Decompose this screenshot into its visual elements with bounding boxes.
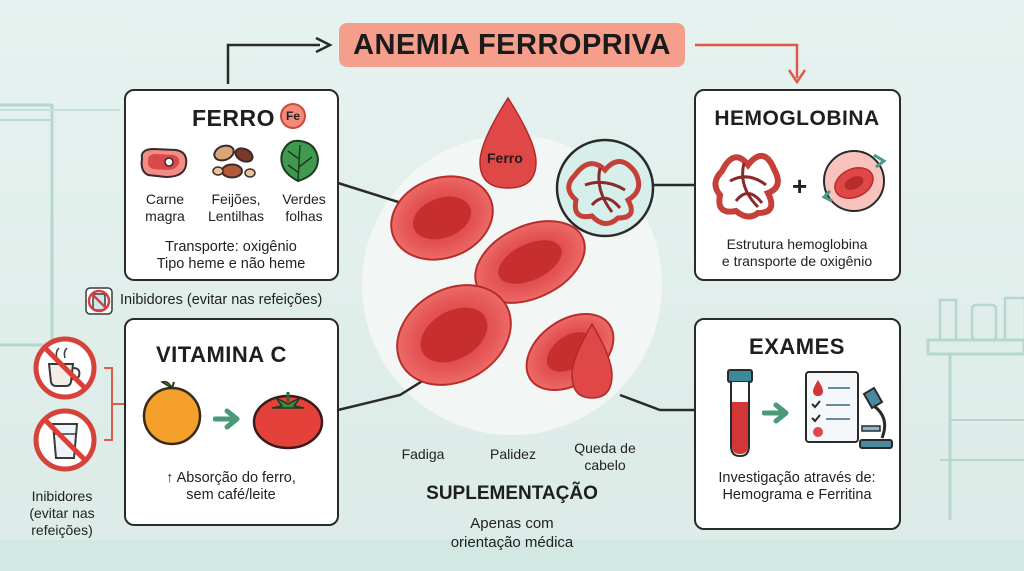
hemoglobin-structure-icon: [712, 153, 781, 220]
vitamina-c-heading: VITAMINA C: [156, 342, 287, 367]
leaf-icon: [280, 139, 320, 183]
fe-badge-text: Fe: [285, 109, 300, 123]
red-blood-cell-2: [474, 220, 586, 304]
vitamina-c-description: ↑ Absorção do ferro,sem café/leite: [166, 470, 296, 503]
test-tube-icon: [727, 369, 753, 458]
arrow-right-icon: [213, 408, 240, 430]
inhibitors-top-label: Inibidores (evitar nas refeições): [120, 292, 323, 308]
exames-heading: EXAMES: [749, 334, 845, 359]
exames-card: EXAMES Investigação através de:Hemograma…: [694, 318, 901, 530]
exames-description: Investigação através de:Hemograma e Ferr…: [718, 470, 876, 503]
page-title: ANEMIA FERROPRIVA: [339, 23, 685, 67]
steak-icon: [140, 147, 188, 179]
tomato-icon: [252, 392, 324, 450]
hemoglobina-heading: HEMOGLOBINA: [714, 107, 880, 130]
arrow-right-icon: [762, 402, 789, 424]
iron-drop-label: Ferro: [487, 150, 523, 166]
vitamina-c-card: VITAMINA C ↑ Absorção do ferro,sem café/…: [124, 318, 339, 526]
fe-badge: Fe: [280, 103, 306, 129]
small-drop-icon: [571, 322, 613, 399]
suplementacao-heading: SUPLEMENTAÇÃO: [426, 483, 598, 504]
orange-icon: [142, 380, 202, 446]
hemoglobin-molecule-icon: [555, 138, 655, 238]
red-blood-cell-4: [525, 312, 615, 392]
beans-icon: [212, 144, 256, 179]
iron-drop-icon: [479, 96, 537, 189]
red-cell-oxygen-icon: [821, 150, 887, 212]
food-label-feijoes: Feijões,Lentilhas: [207, 191, 265, 224]
red-blood-cell-1: [390, 175, 494, 261]
plus-sign: +: [792, 171, 808, 201]
no-coffee-icon: [33, 336, 97, 400]
red-blood-cell-3: [396, 284, 512, 386]
blood-cells-illustration: [390, 96, 655, 399]
no-drink-icon: [85, 287, 113, 315]
symptom-palidez: Palidez: [490, 446, 536, 462]
no-milk-icon: [33, 408, 97, 472]
lab-report-microscope-icon: [805, 371, 893, 449]
symptom-fadiga: Fadiga: [401, 446, 445, 462]
ferro-heading: FERRO: [192, 105, 275, 131]
